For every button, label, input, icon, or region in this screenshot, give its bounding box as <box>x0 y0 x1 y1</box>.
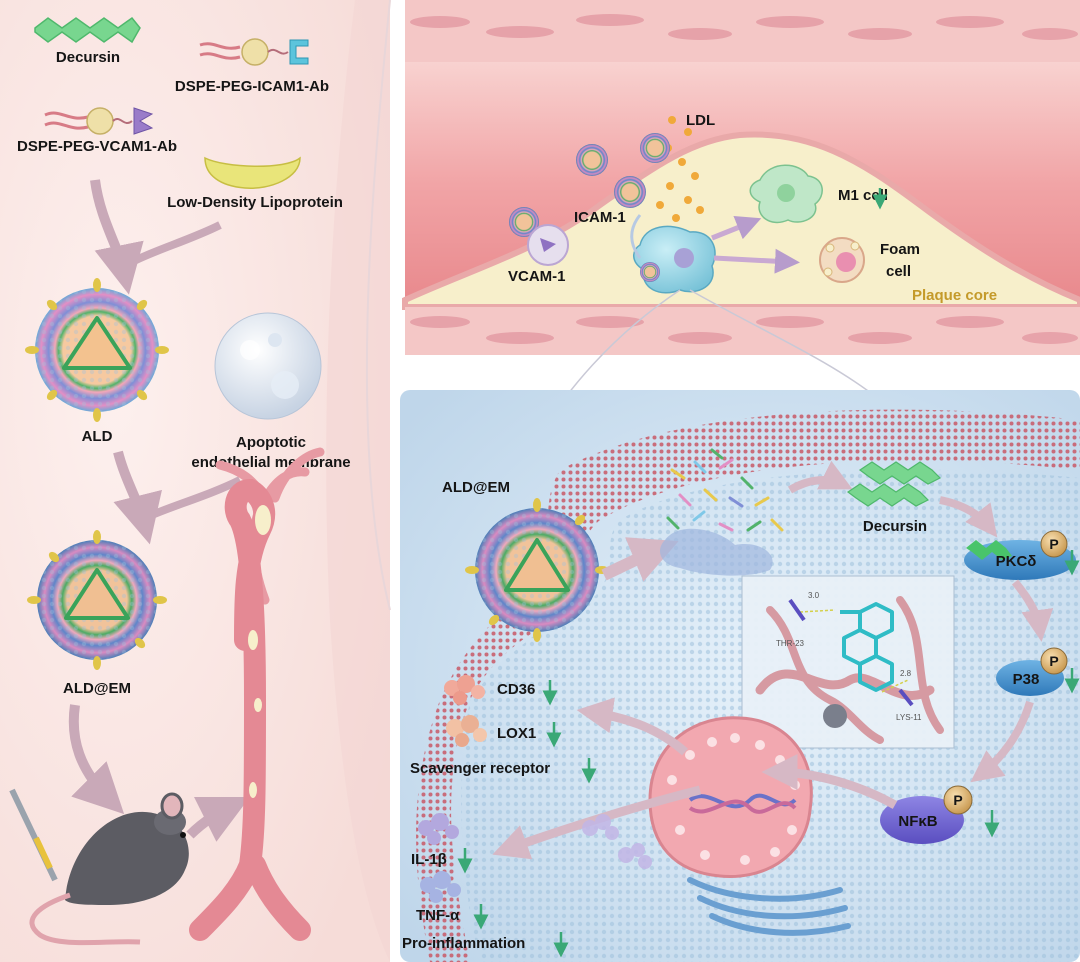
proinflammation-label: Pro-inflammation <box>402 935 525 952</box>
scavenger-label: Scavenger receptor <box>410 760 550 777</box>
ldl-carrier-label: Low-Density Lipoprotein <box>167 194 343 211</box>
vcam-lipid-label: DSPE-PEG-VCAM1-Ab <box>17 138 177 155</box>
vcam-label: VCAM-1 <box>508 268 566 285</box>
plaque-core-label: Plaque core <box>912 287 997 304</box>
docking-distance-1: 3.0 <box>808 591 820 600</box>
flow-arrow-membrane-merge <box>150 476 242 519</box>
foam-label-line1: Foam <box>880 241 920 258</box>
pkc-label: PKCδ <box>996 553 1037 570</box>
tnfa-protein-icon <box>420 871 461 903</box>
left-panel-shade <box>326 0 390 962</box>
released-contents-cloud <box>660 448 784 576</box>
ald-label: ALD <box>82 428 113 445</box>
aorta-illustration <box>189 447 325 941</box>
aldem-nanoparticle-left <box>27 530 167 670</box>
ldl-particle-icon <box>204 156 301 189</box>
cytokine-cluster-icon <box>582 814 652 869</box>
icam-label: ICAM-1 <box>574 209 626 226</box>
arrow-nucleus-to-scavenger <box>576 697 688 756</box>
nfkb-node: P <box>880 785 973 844</box>
cd36-label: CD36 <box>497 681 535 698</box>
arrow-to-m1 <box>711 215 762 241</box>
cell-panel: ALD@EM Decursin P <box>400 390 1080 962</box>
vcam-lipid-icon <box>44 107 154 135</box>
arrow-to-decursin <box>787 460 853 494</box>
p38-node: P <box>996 647 1068 696</box>
aldem-label-cell: ALD@EM <box>442 479 510 496</box>
m1-cell <box>749 164 823 224</box>
flow-arrow-to-aorta <box>186 797 250 842</box>
docking-distance-2: 2.8 <box>900 669 912 678</box>
apoptotic-membrane <box>214 312 322 420</box>
uptake-arrow <box>630 214 642 259</box>
il1b-label: IL-1β <box>411 851 447 868</box>
decursin-molecule-cell-2 <box>846 483 930 507</box>
apoptotic-label-line2: endothelial membrane <box>191 454 350 471</box>
endothelial-cells-top <box>410 14 1078 40</box>
ald-nanoparticle <box>25 278 169 422</box>
flow-arrow-to-mouse <box>68 704 125 815</box>
nanoparticles-in-lumen <box>509 133 670 266</box>
pkc-phospho-label: P <box>1049 536 1058 552</box>
decursin-label: Decursin <box>56 49 120 66</box>
arrow-to-pkc <box>939 496 998 538</box>
icam-lipid-label: DSPE-PEG-ICAM1-Ab <box>175 78 329 95</box>
foam-label-line2: cell <box>886 263 911 280</box>
vessel-panel: LDL ICAM-1 VCAM-1 M1 cell <box>402 0 1080 355</box>
docking-residue-2: LYS-11 <box>896 713 922 722</box>
arrow-pkc-to-p38 <box>1011 579 1054 642</box>
vessel-wall-bottom <box>405 307 1080 355</box>
endothelial-cells-bottom <box>410 316 1078 344</box>
icam-lipid-icon <box>199 38 309 66</box>
mouse-illustration <box>9 788 189 946</box>
ldl-label: LDL <box>686 112 715 129</box>
arrow-to-foam <box>713 248 800 274</box>
nfkb-label: NFκB <box>898 813 937 830</box>
il1b-protein-icon <box>418 813 459 845</box>
nfkb-phospho-label: P <box>953 792 962 808</box>
docking-residue-1: THR-23 <box>776 639 805 648</box>
macrophage-cell <box>633 225 716 294</box>
left-panel: Decursin DSPE-PEG-ICAM1-Ab DSPE-PEG-VCAM… <box>0 0 390 962</box>
aldem-nanoparticle-cell <box>465 498 609 642</box>
lox1-label: LOX1 <box>497 725 536 742</box>
decursin-molecule-cell-1 <box>858 461 942 485</box>
arrow-release <box>601 537 679 582</box>
zoom-guide-left <box>365 0 391 611</box>
decursin-label-cell: Decursin <box>863 518 927 535</box>
flow-arrow-to-aldem <box>113 450 162 545</box>
zoom-guide-to-cell-2 <box>689 289 881 401</box>
pkc-node: P <box>964 530 1076 580</box>
lox1-protein-icon <box>446 715 487 747</box>
apoptotic-label-line1: Apoptotic <box>236 434 306 451</box>
flow-arrow-ldl-merge <box>130 221 222 266</box>
tnfa-label: TNF-α <box>416 907 460 924</box>
p38-phospho-label: P <box>1049 653 1058 669</box>
foam-cell <box>819 237 865 283</box>
arrow-nfkb-to-nucleus <box>761 754 898 809</box>
golgi-apparatus <box>687 877 851 936</box>
decursin-molecule-icon <box>34 16 141 44</box>
flow-arrow-to-ald <box>90 179 144 295</box>
cd36-protein-icon <box>444 675 485 705</box>
p38-label: P38 <box>1013 671 1040 688</box>
arrow-p38-to-nfkb <box>970 700 1034 783</box>
aldem-label-left: ALD@EM <box>63 680 131 697</box>
docking-inset: THR-23 LYS-11 3.0 2.8 <box>741 575 955 749</box>
